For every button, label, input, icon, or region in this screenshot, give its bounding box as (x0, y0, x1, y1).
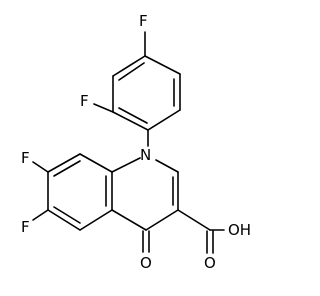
bond-c6-f (32, 209, 49, 221)
bond-c2-f (93, 103, 114, 113)
nitrogen-label: N (140, 146, 151, 164)
difluorophenyl-ring (112, 55, 181, 131)
bond-c7-f (32, 161, 49, 173)
benzo-ring (47, 153, 113, 231)
bond-c3-cooh (177, 209, 211, 231)
molecule-structure-diagram: F F N F F O O OH (21, 12, 251, 272)
hydroxyl-label: OH (228, 221, 251, 239)
fluorine-label-ortho: F (80, 92, 89, 110)
pyridinone-ring (111, 157, 179, 231)
fluorine-label-c6: F (21, 218, 30, 236)
carbonyl-oxygen-label: O (140, 254, 152, 272)
fluorine-label-para: F (139, 12, 148, 30)
carboxyl-oxygen-label: O (204, 254, 216, 272)
fluorine-label-c7: F (21, 149, 30, 167)
